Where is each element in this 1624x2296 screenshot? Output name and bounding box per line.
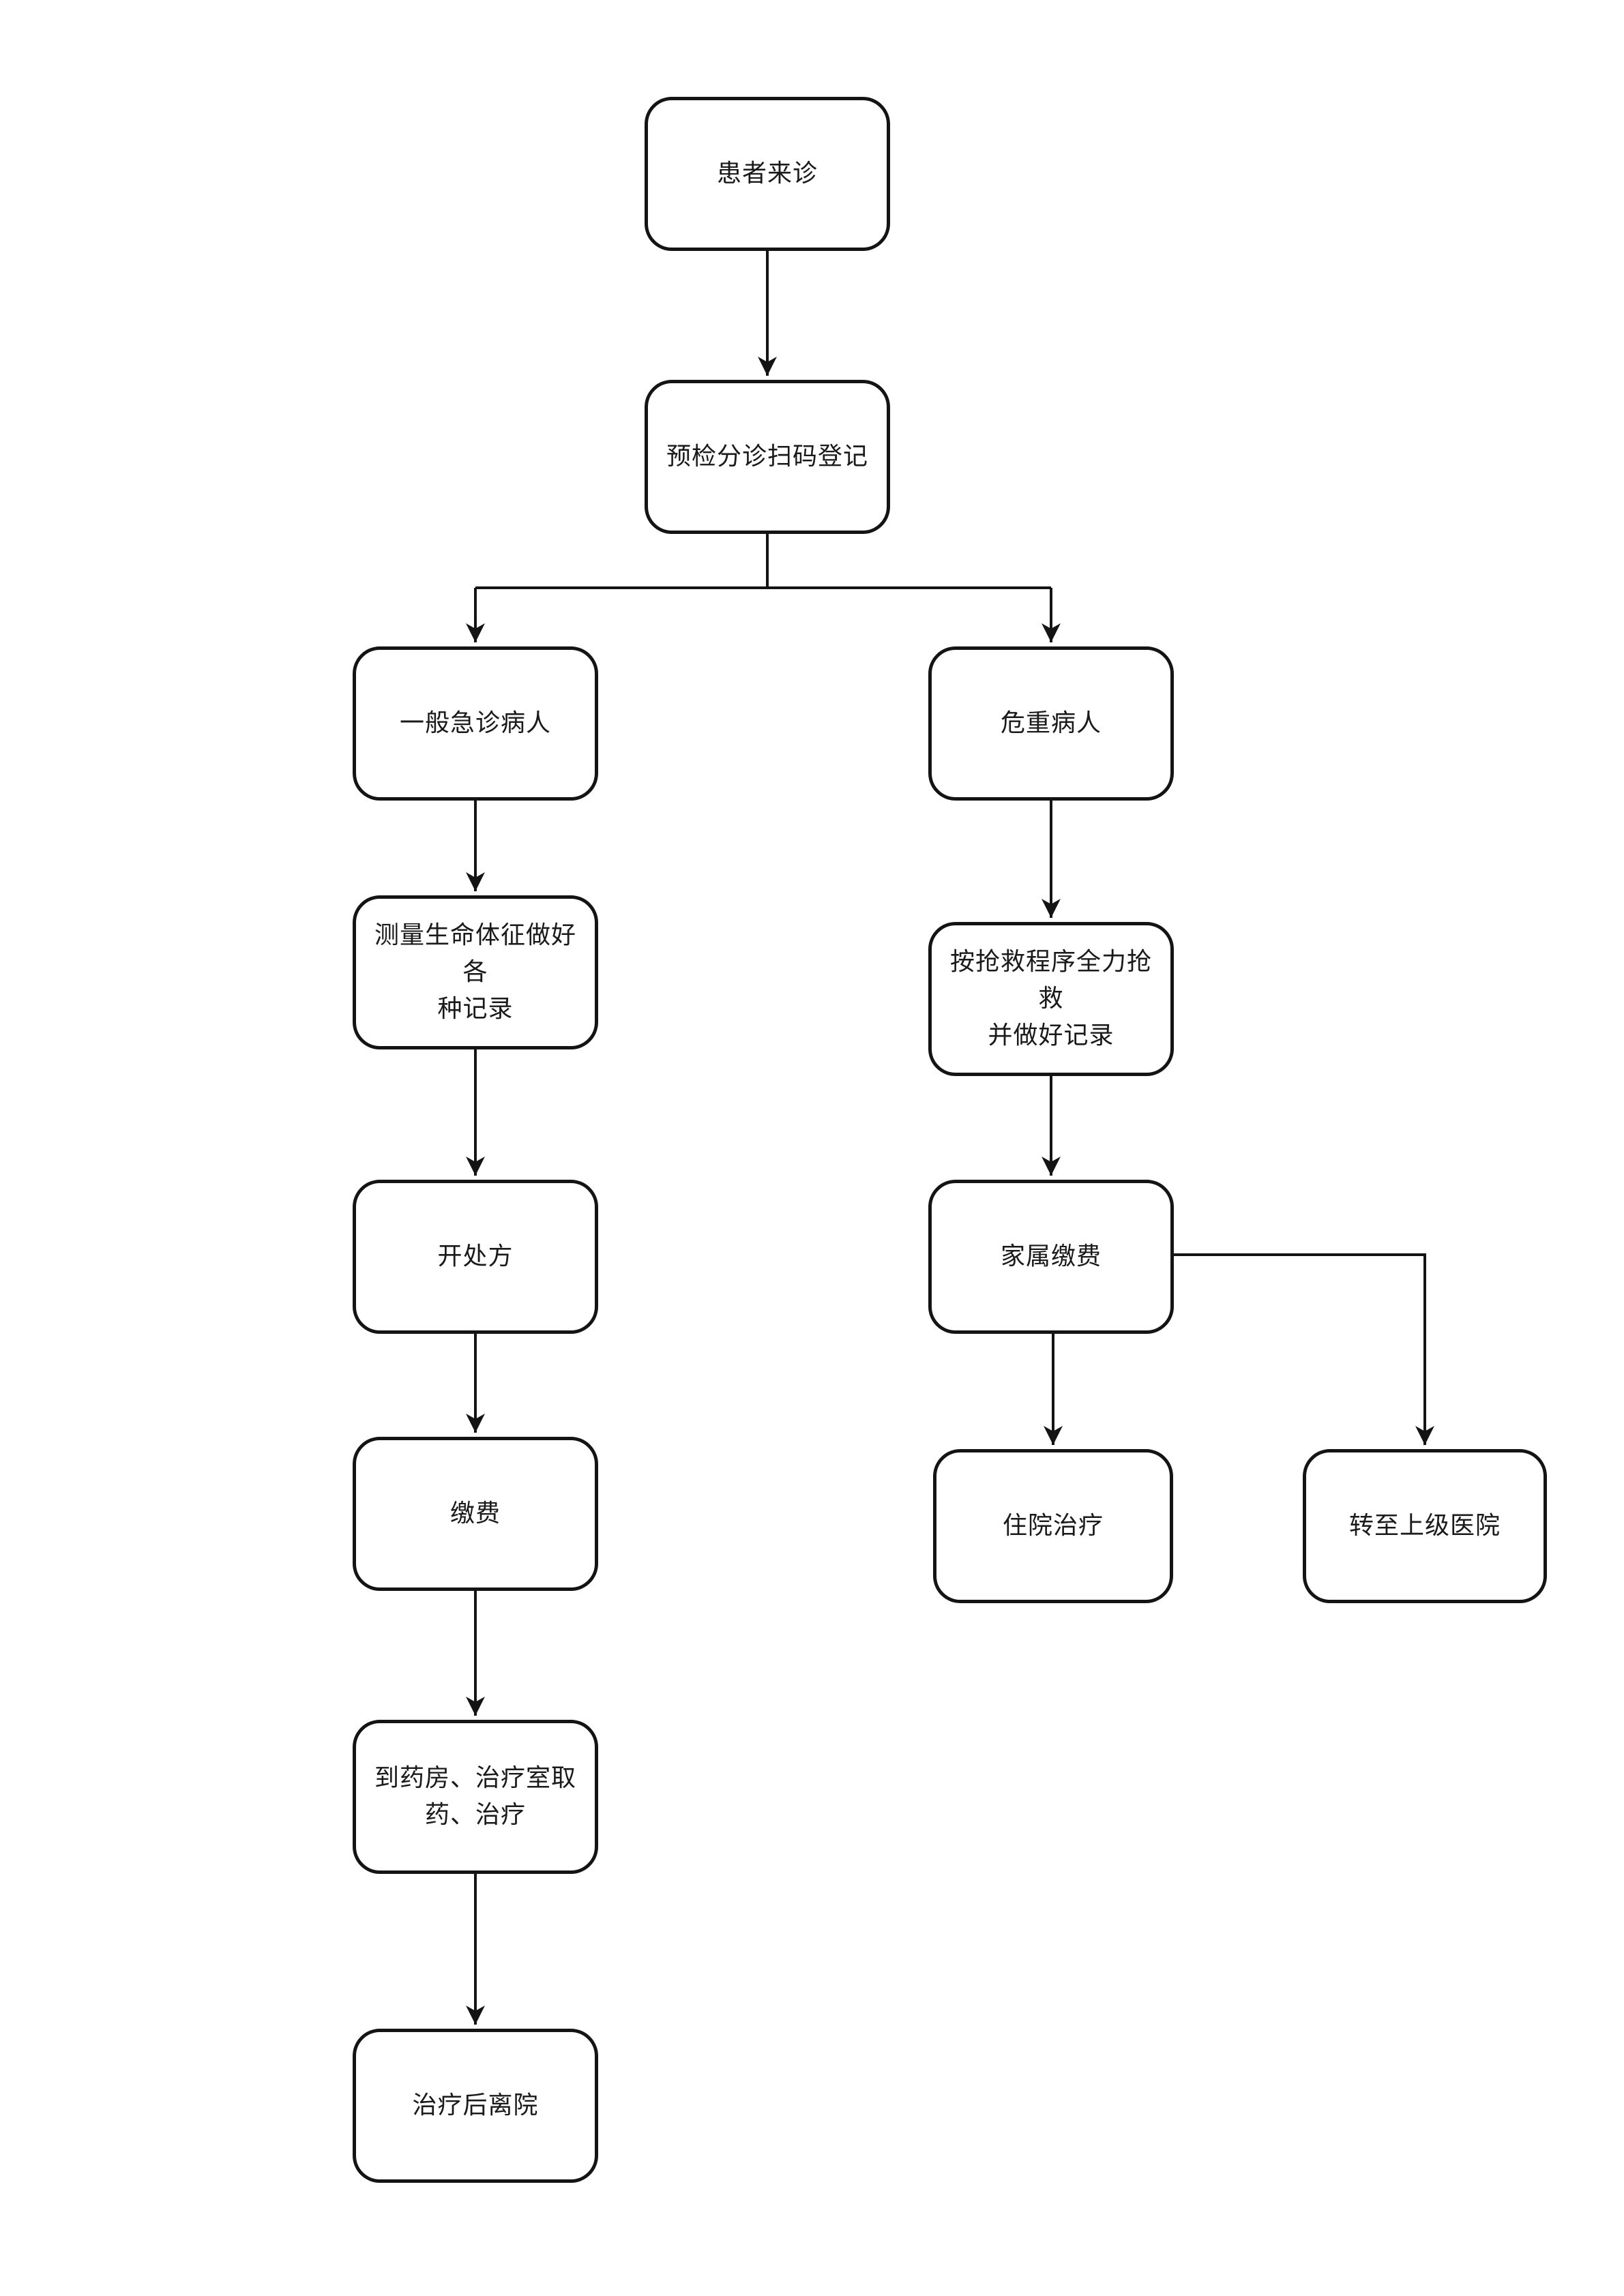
node-general-emergency: 一般急诊病人 <box>353 646 598 801</box>
node-pharmacy-treatment: 到药房、治疗室取 药、治疗 <box>353 1720 598 1874</box>
node-critical-patient-label: 危重病人 <box>1000 709 1102 737</box>
node-general-emergency-label: 一般急诊病人 <box>399 709 551 737</box>
node-triage-scan-label: 预检分诊扫码登记 <box>666 443 868 471</box>
node-triage-scan: 预检分诊扫码登记 <box>645 380 890 534</box>
node-family-payment: 家属缴费 <box>928 1180 1174 1334</box>
node-transfer-hospital: 转至上级医院 <box>1303 1449 1547 1603</box>
node-patient-arrival-label: 患者来诊 <box>716 160 818 188</box>
node-transfer-hospital-label: 转至上级医院 <box>1348 1512 1501 1540</box>
node-rescue-procedure: 按抢救程序全力抢救 并做好记录 <box>928 922 1174 1076</box>
node-measure-vitals: 测量生命体征做好各 种记录 <box>353 895 598 1049</box>
node-critical-patient: 危重病人 <box>928 646 1174 801</box>
node-hospitalization-label: 住院治疗 <box>1002 1512 1104 1540</box>
node-pharmacy-treatment-label: 到药房、治疗室取 药、治疗 <box>374 1764 576 1829</box>
node-payment-label: 缴费 <box>449 1500 501 1527</box>
node-hospitalization: 住院治疗 <box>933 1449 1173 1603</box>
node-measure-vitals-label: 测量生命体征做好各 种记录 <box>374 921 576 1023</box>
node-rescue-procedure-label: 按抢救程序全力抢救 并做好记录 <box>949 948 1152 1049</box>
edge-familypay-to-transfer <box>1174 1253 1434 1445</box>
node-family-payment-label: 家属缴费 <box>1000 1242 1102 1270</box>
node-discharge: 治疗后离院 <box>353 2029 598 2183</box>
node-patient-arrival: 患者来诊 <box>645 97 890 251</box>
node-discharge-label: 治疗后离院 <box>412 2091 539 2119</box>
node-payment: 缴费 <box>353 1437 598 1591</box>
node-prescribe: 开处方 <box>353 1180 598 1334</box>
node-prescribe-label: 开处方 <box>437 1242 514 1270</box>
